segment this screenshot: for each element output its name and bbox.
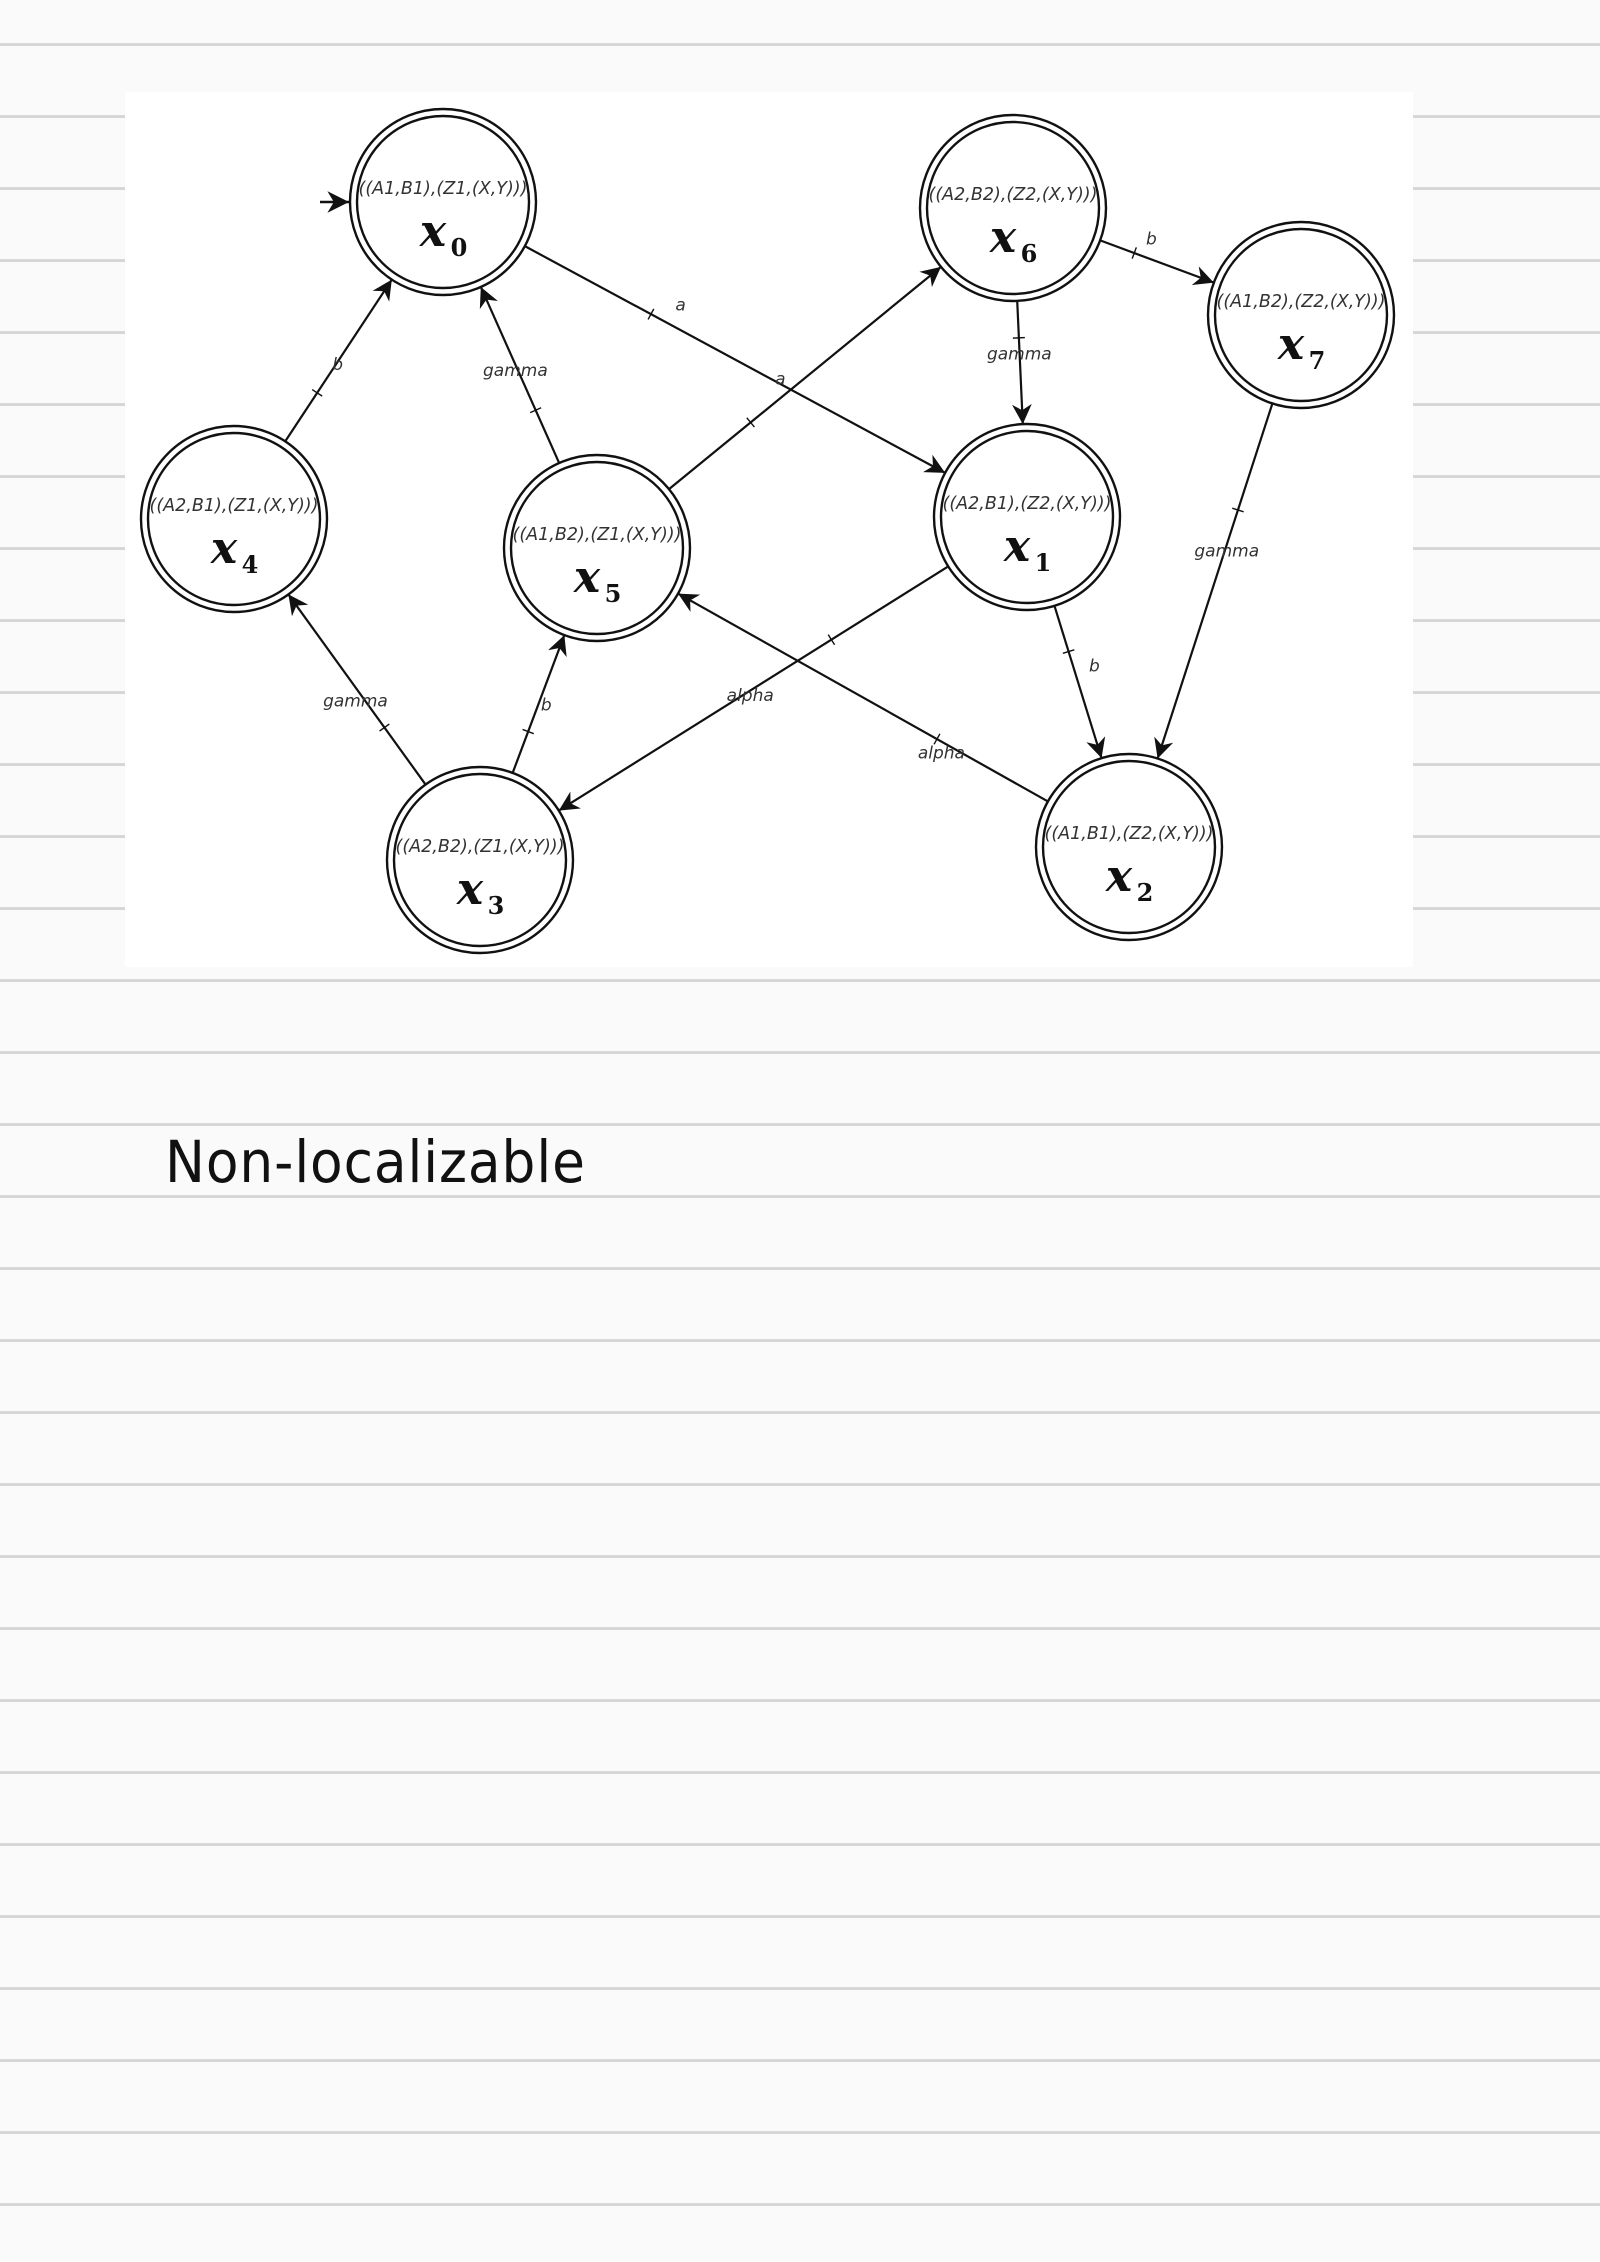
node-inner-circle [392, 772, 568, 948]
edge-x6-x7: b [1099, 229, 1215, 285]
edge-x3-x4: gamma [287, 593, 427, 786]
edge-tick-x6-x7 [1131, 247, 1138, 259]
node-tuple-label: ((A1,B2),(Z1,(X,Y))) [513, 525, 682, 545]
node-subscript-label: 6 [1021, 239, 1038, 268]
edge-line-x5-x0 [479, 286, 561, 464]
edge-label-x0-x1: a [675, 295, 685, 315]
node-inner-circle [939, 429, 1115, 605]
edge-label-x1-x3: alpha [727, 686, 774, 706]
node-tuple-label: ((A2,B1),(Z2,(X,Y))) [943, 494, 1112, 514]
edge-x5-x0: gamma [479, 286, 561, 464]
edge-label-x3-x5: b [541, 696, 552, 716]
edge-line-x6-x7 [1099, 239, 1215, 285]
node-tuple-label: ((A1,B1),(Z2,(X,Y))) [1045, 824, 1214, 844]
note-non-localizable: Non-localizable [165, 1128, 586, 1196]
edges-layer: a b gamma a b gamma gamma b alpha alpha gamma b [284, 229, 1274, 812]
node-tuple-label: ((A1,B2),(Z2,(X,Y))) [1217, 292, 1386, 312]
edge-x3-x5: b [511, 634, 567, 774]
node-subscript-label: 5 [605, 579, 622, 608]
node-subscript-label: 4 [242, 550, 259, 579]
edge-tick-x5-x6 [746, 417, 755, 428]
edge-label-x4-x0: b [332, 355, 343, 375]
edge-line-x2-x5 [677, 592, 1049, 803]
edge-line-x6-x1 [1012, 300, 1032, 425]
edge-line-x7-x2 [1154, 403, 1274, 759]
node-name-label: x [573, 552, 601, 603]
node-inner-circle [509, 460, 685, 636]
edge-line-x1-x2 [1053, 605, 1106, 759]
edge-x1-x2: b [1053, 605, 1106, 759]
edge-label-x7-x2: gamma [1194, 541, 1259, 561]
edge-x2-x5: alpha [677, 592, 1049, 803]
node-inner-circle [925, 120, 1101, 296]
node-subscript-label: 1 [1035, 548, 1052, 577]
edge-tick-x3-x5 [522, 728, 535, 735]
node-subscript-label: 3 [488, 891, 505, 920]
edge-tick-x7-x2 [1232, 507, 1244, 513]
edge-tick-x2-x5 [933, 733, 941, 745]
edge-x7-x2: gamma [1154, 403, 1274, 759]
edge-tick-x3-x4 [379, 723, 390, 732]
node-tuple-label: ((A2,B1),(Z1,(X,Y))) [150, 496, 319, 516]
edge-line-x3-x5 [511, 634, 567, 774]
edge-tick-x6-x1 [1012, 336, 1025, 339]
node-subscript-label: 0 [451, 233, 468, 262]
edge-tick-x5-x0 [529, 407, 542, 414]
edge-label-x2-x5: alpha [918, 743, 965, 763]
node-inner-circle [355, 114, 531, 290]
node-inner-circle [146, 431, 322, 607]
node-tuple-label: ((A2,B2),(Z2,(X,Y))) [929, 185, 1098, 205]
edge-x0-x1: a [524, 245, 946, 474]
edge-x1-x3: alpha [558, 565, 949, 812]
node-subscript-label: 2 [1137, 878, 1154, 907]
node-name-label: x [210, 523, 238, 574]
edge-line-x1-x3 [558, 565, 949, 812]
edge-tick-x4-x0 [311, 388, 323, 397]
edge-label-x5-x0: gamma [483, 361, 548, 381]
edge-line-x4-x0 [284, 279, 393, 442]
edge-label-x5-x6: a [775, 370, 785, 390]
node-tuple-label: ((A1,B1),(Z1,(X,Y))) [359, 179, 528, 199]
edge-label-x3-x4: gamma [323, 691, 388, 711]
edge-tick-x0-x1 [647, 308, 655, 320]
edge-tick-x1-x2 [1062, 649, 1075, 654]
edge-tick-x1-x3 [827, 634, 836, 646]
node-name-label: x [1277, 319, 1305, 370]
node-name-label: x [1003, 521, 1031, 572]
node-tuple-label: ((A2,B2),(Z1,(X,Y))) [396, 837, 565, 857]
edge-label-x6-x1: gamma [987, 345, 1052, 365]
node-name-label: x [989, 212, 1017, 263]
node-name-label: x [419, 206, 447, 257]
edge-x5-x6: a [668, 266, 942, 490]
edge-line-x5-x6 [668, 266, 942, 490]
edge-label-x6-x7: b [1146, 229, 1157, 249]
edge-x4-x0: b [284, 279, 393, 442]
node-name-label: x [1105, 851, 1133, 902]
node-subscript-label: 7 [1309, 346, 1326, 375]
edge-line-x3-x4 [287, 593, 427, 786]
node-inner-circle [1213, 227, 1389, 403]
edge-line-x0-x1 [524, 245, 946, 474]
edge-label-x1-x2: b [1089, 657, 1100, 677]
node-inner-circle [1041, 759, 1217, 935]
node-name-label: x [456, 864, 484, 915]
edge-x6-x1: gamma [987, 300, 1052, 425]
